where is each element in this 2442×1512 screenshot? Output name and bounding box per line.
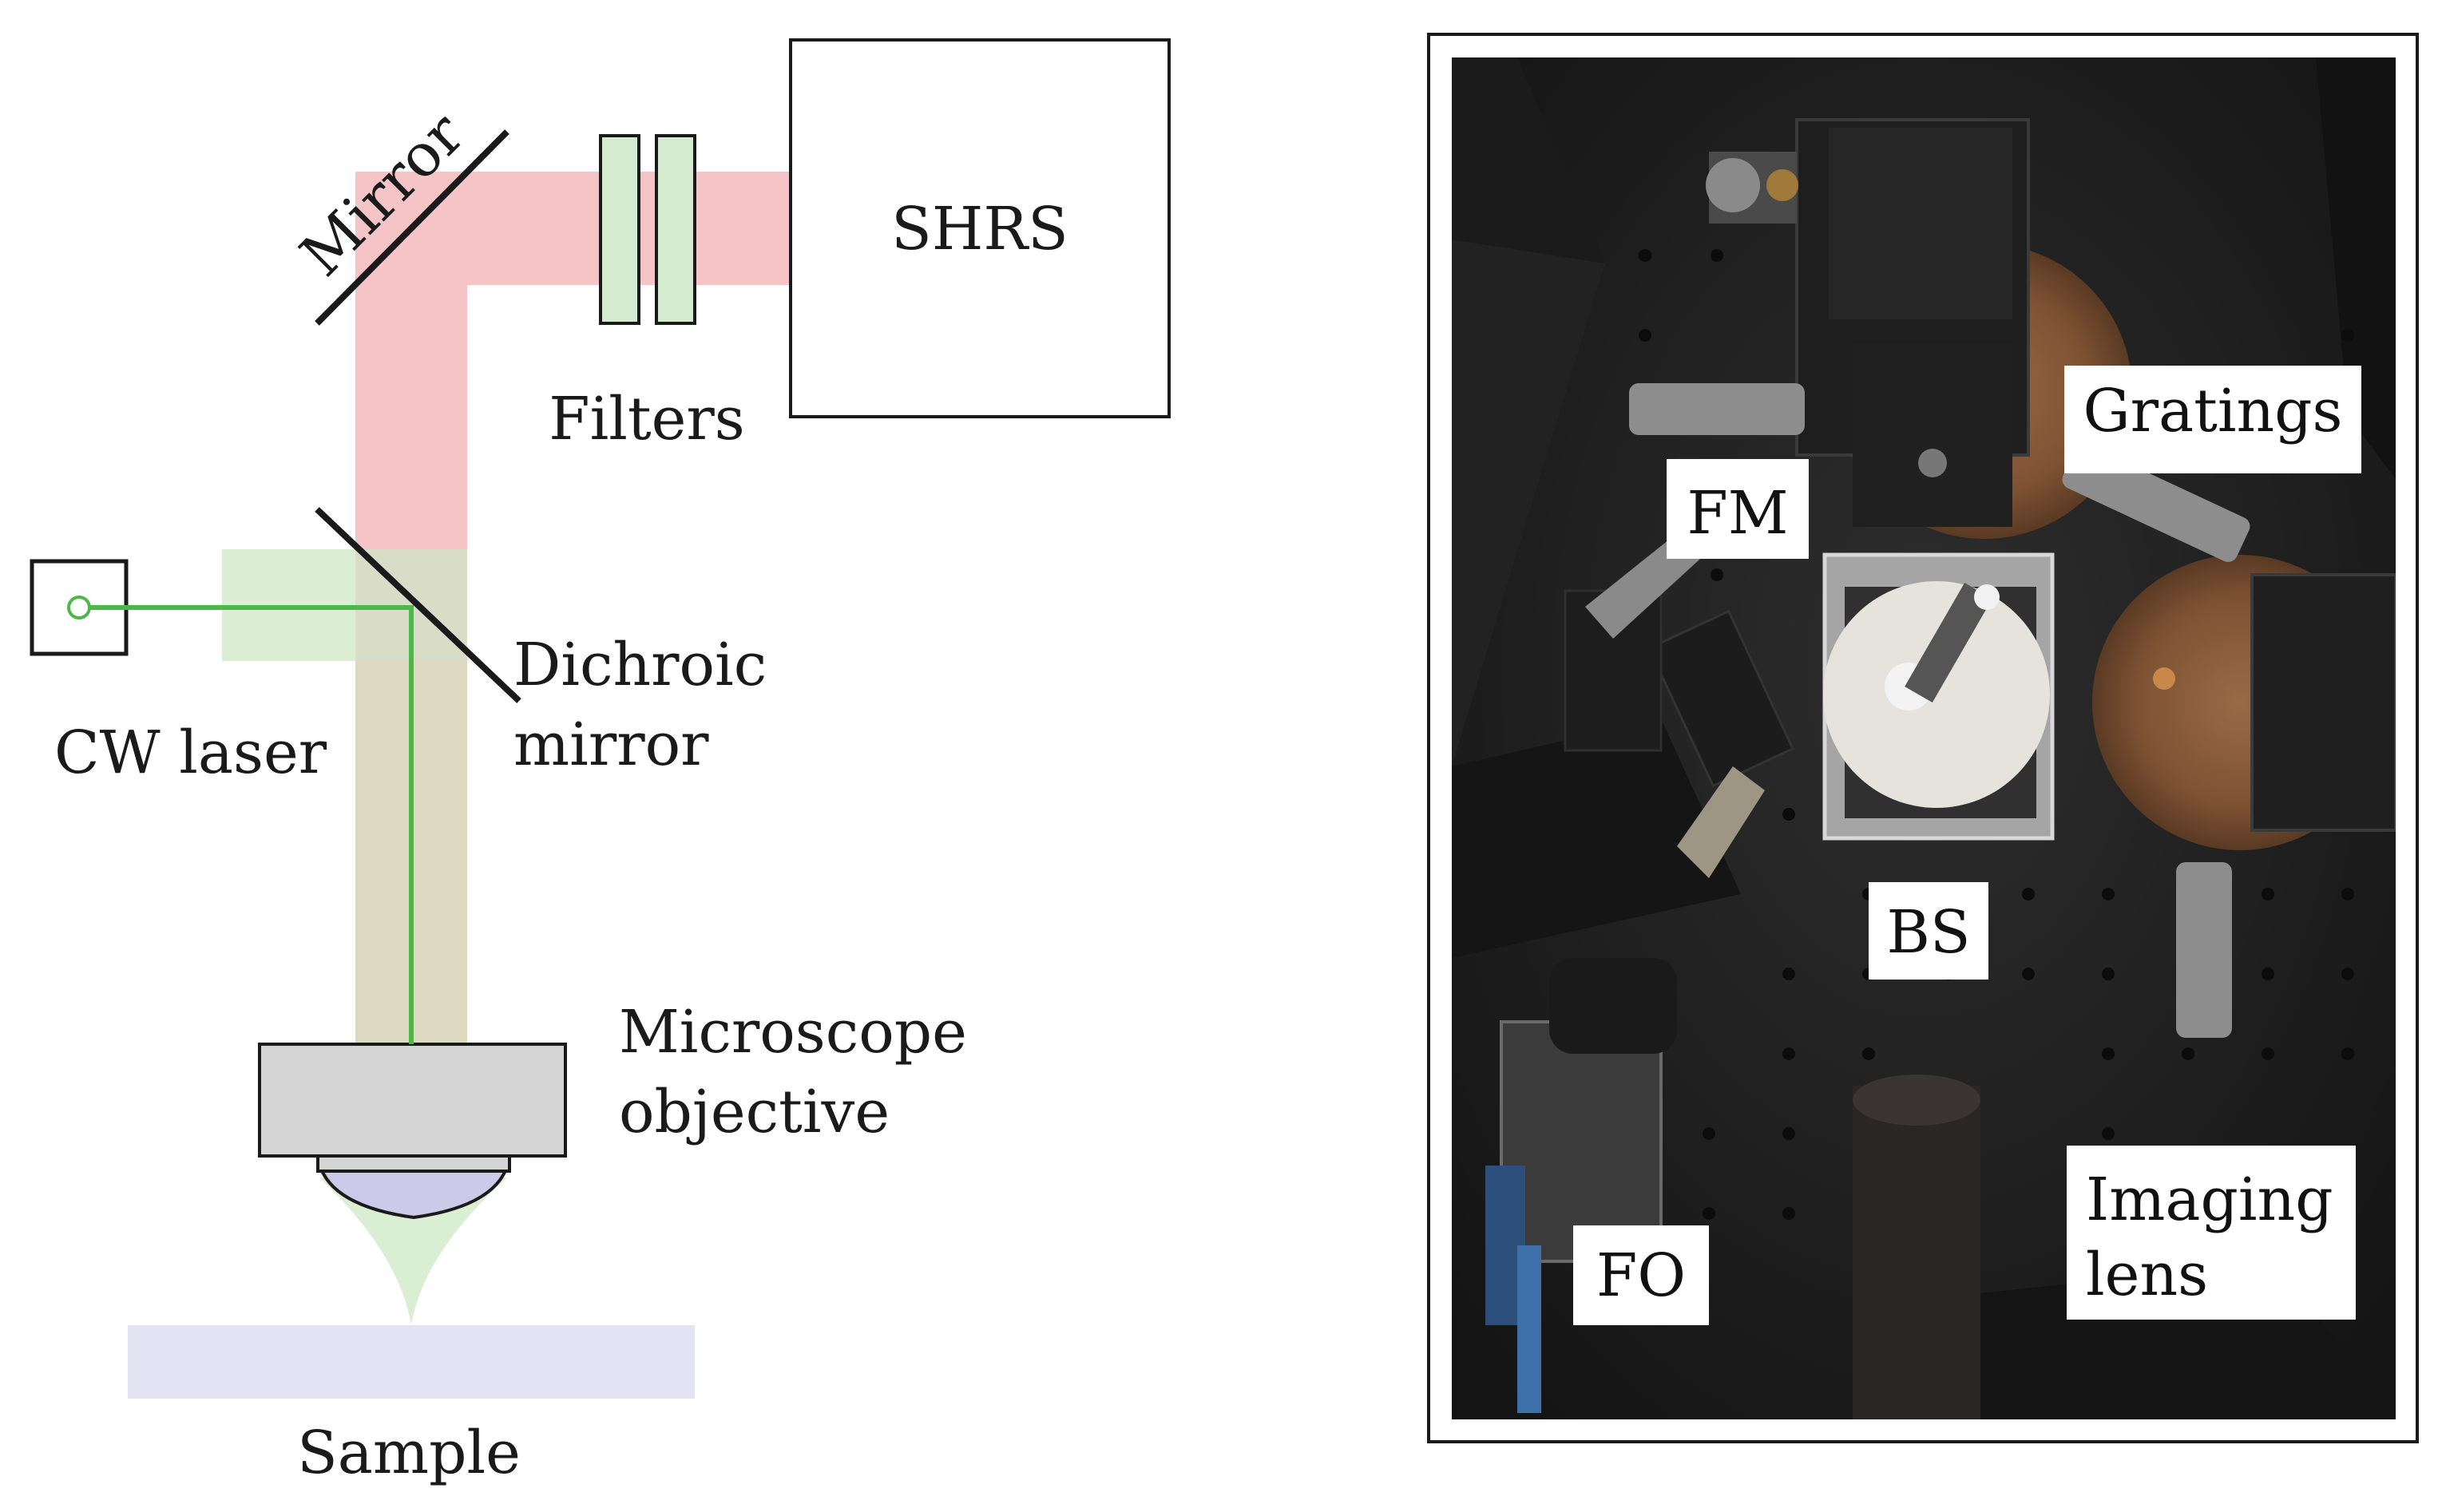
dichroic-label-line2: mirror — [513, 710, 709, 779]
imaging-lens-tube — [1853, 1086, 1980, 1419]
fo-label: FO — [1596, 1241, 1686, 1310]
focus-cone — [319, 1178, 507, 1325]
fm-label-box — [1667, 459, 1809, 559]
laser-label: CW laser — [54, 718, 327, 787]
mirror — [315, 129, 509, 326]
imaging-lens-label-line2: lens — [2086, 1241, 2208, 1309]
filter-2 — [655, 134, 696, 325]
laser-aperture — [67, 596, 91, 619]
raman-beam-horizontal — [355, 172, 793, 285]
photo-panel: Gratings FM BS FO Imaging lens — [1427, 33, 2419, 1443]
dichroic-mirror — [315, 507, 521, 703]
imaging-lens-label-box — [2067, 1146, 2356, 1320]
sample-slab — [128, 1325, 695, 1399]
photo-image — [1452, 57, 2396, 1419]
shrs-box — [789, 38, 1171, 418]
laser-line — [89, 605, 414, 1044]
dichroic-label-line1: Dichroic — [513, 631, 767, 699]
bs-label: BS — [1886, 898, 1970, 967]
fo-label-box — [1573, 1225, 1709, 1325]
objective-body — [258, 1043, 567, 1158]
fm-label: FM — [1687, 479, 1788, 548]
bs-label-box — [1869, 882, 1988, 980]
shrs-label: SHRS — [891, 195, 1068, 263]
gratings-label-box — [2064, 366, 2361, 473]
schematic: SHRS Mirror Filters Dichroic mirror CW l… — [30, 38, 1171, 1487]
filter-1 — [599, 134, 640, 325]
filters-label: Filters — [549, 385, 745, 453]
sample-label: Sample — [297, 1419, 521, 1487]
objective-label-line1: Microscope — [619, 998, 967, 1067]
gratings-label: Gratings — [2083, 377, 2342, 445]
imaging-lens-label-line1: Imaging — [2086, 1166, 2333, 1234]
objective-label-line2: objective — [619, 1078, 890, 1146]
